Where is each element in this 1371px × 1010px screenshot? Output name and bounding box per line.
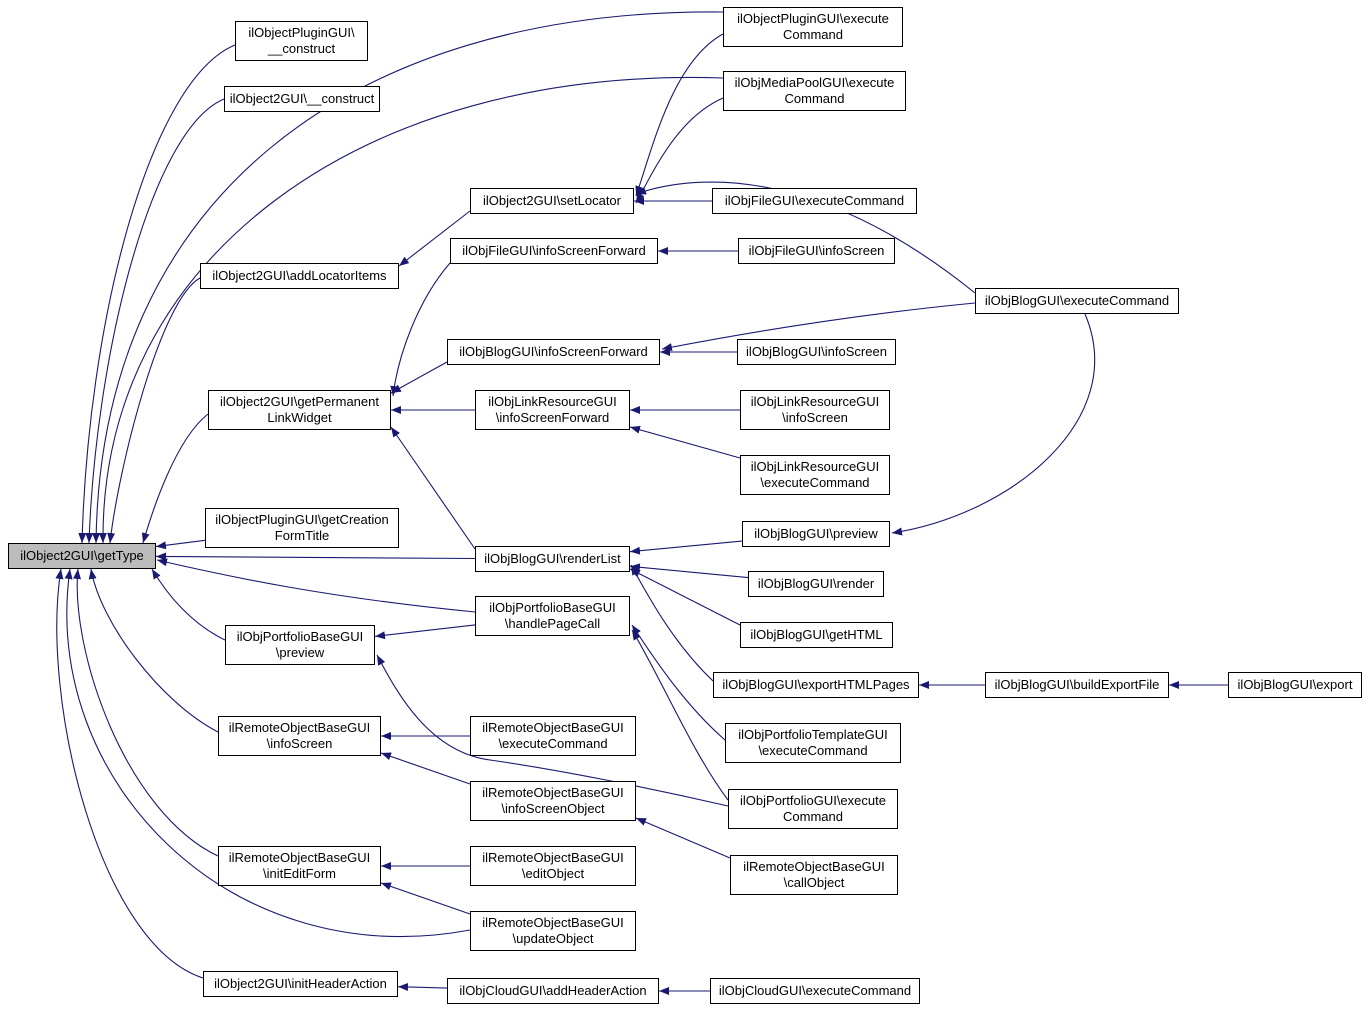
graph-node-remote-init-edit-form[interactable]: ilRemoteObjectBaseGUI \initEditForm — [218, 846, 381, 886]
edge-remoteCallObj-to-remoteISObj — [635, 817, 731, 859]
graph-node-blog-export[interactable]: ilObjBlogGUI\export — [1228, 672, 1362, 698]
graph-node-link-infoscreenforward[interactable]: ilObjLinkResourceGUI \infoScreenForward — [475, 390, 630, 430]
edge-permWidget-to-getType — [141, 413, 209, 544]
edge-pluginConstruct-to-getType — [78, 44, 236, 544]
graph-node-set-locator[interactable]: ilObject2GUI\setLocator — [470, 188, 634, 214]
graph-node-getType[interactable]: ilObject2GUI\getType — [8, 543, 156, 569]
graph-node-remote-update-object[interactable]: ilRemoteObjectBaseGUI \updateObject — [470, 911, 636, 951]
edge-blogExec-to-blogPreview — [891, 313, 1096, 536]
graph-node-plugin-construct[interactable]: ilObjectPluginGUI\ __construct — [235, 21, 368, 61]
edge-pfExec-to-pfPreview — [376, 654, 729, 807]
edge-cloudAddHeader-to-initHeaderAction — [397, 982, 448, 991]
edge-obj2Construct-to-getType — [85, 98, 225, 544]
edge-blogPreview-to-renderList — [629, 540, 743, 555]
graph-node-portfolio-preview[interactable]: ilObjPortfolioBaseGUI \preview — [225, 625, 375, 665]
graph-node-remote-execute[interactable]: ilRemoteObjectBaseGUI \executeCommand — [470, 716, 636, 756]
graph-node-blog-preview[interactable]: ilObjBlogGUI\preview — [742, 521, 890, 547]
graph-node-file-execute[interactable]: ilObjFileGUI\executeCommand — [712, 188, 917, 214]
graph-node-add-locator-items[interactable]: ilObject2GUI\addLocatorItems — [200, 263, 399, 289]
edge-handlePageCall-to-getType — [156, 558, 476, 613]
graph-node-render-list[interactable]: ilObjBlogGUI\renderList — [475, 546, 630, 572]
graph-node-remote-call-object[interactable]: ilRemoteObjectBaseGUI \callObject — [730, 855, 898, 895]
edge-pluginExec-to-setLocator — [635, 33, 724, 197]
graph-node-blog-render[interactable]: ilObjBlogGUI\render — [748, 571, 884, 597]
graph-node-permanent-link-widget[interactable]: ilObject2GUI\getPermanent LinkWidget — [208, 390, 391, 430]
edge-pfExec-to-handlePageCall — [631, 629, 729, 801]
edge-handlePageCall-to-pfPreview — [374, 624, 476, 640]
graph-node-blog-execute[interactable]: ilObjBlogGUI\executeCommand — [975, 288, 1179, 314]
edge-mediaPoolExec-to-setLocator — [635, 97, 724, 204]
graph-node-init-header-action[interactable]: ilObject2GUI\initHeaderAction — [203, 971, 398, 997]
graph-node-obj2-construct[interactable]: ilObject2GUI\__construct — [224, 86, 380, 112]
graph-node-link-infoscreen[interactable]: ilObjLinkResourceGUI \infoScreen — [740, 390, 890, 430]
edge-remoteISObj-to-remoteIS — [380, 752, 471, 785]
edge-blogGetHTML-to-renderList — [629, 568, 741, 626]
graph-node-remote-infoscreen[interactable]: ilRemoteObjectBaseGUI \infoScreen — [218, 716, 381, 756]
edge-remoteUpdateObj-to-remoteInitEdit — [380, 882, 471, 915]
edge-pfPreview-to-getType — [151, 568, 226, 641]
edge-blogISF-to-permWidget — [390, 361, 448, 394]
graph-node-link-execute[interactable]: ilObjLinkResourceGUI \executeCommand — [740, 455, 890, 495]
graph-node-cloud-execute[interactable]: ilObjCloudGUI\executeCommand — [710, 978, 920, 1004]
graph-node-plugin-execute[interactable]: ilObjectPluginGUI\execute Command — [723, 7, 903, 47]
graph-node-blog-gethtml[interactable]: ilObjBlogGUI\getHTML — [740, 622, 893, 648]
edge-addLocatorItems-to-getType — [107, 277, 201, 544]
graph-node-build-export-file[interactable]: ilObjBlogGUI\buildExportFile — [985, 672, 1169, 698]
edge-renderList-to-permWidget — [390, 426, 476, 550]
graph-node-portfolio-execute[interactable]: ilObjPortfolioGUI\execute Command — [728, 789, 898, 829]
graph-node-remote-infoscreen-object[interactable]: ilRemoteObjectBaseGUI \infoScreenObject — [470, 781, 636, 821]
edge-creationFormTitle-to-getType — [155, 539, 206, 550]
edge-remoteIS-to-getType — [88, 568, 219, 733]
graph-node-portfolio-template-execute[interactable]: ilObjPortfolioTemplateGUI \executeComman… — [725, 723, 901, 763]
graph-node-file-infoscreenforward[interactable]: ilObjFileGUI\infoScreenForward — [450, 238, 658, 264]
edge-pluginExec-to-getType — [92, 11, 724, 544]
edge-fileISF-to-permWidget — [390, 262, 451, 397]
graph-node-remote-edit-object[interactable]: ilRemoteObjectBaseGUI \editObject — [470, 846, 636, 886]
edge-exportHTMLPages-to-renderList — [630, 564, 714, 682]
graph-node-blog-infoscreenforward[interactable]: ilObjBlogGUI\infoScreenForward — [447, 339, 660, 365]
edge-renderList-to-getType — [155, 552, 476, 561]
graph-node-export-html-pages[interactable]: ilObjBlogGUI\exportHTMLPages — [713, 672, 919, 698]
graph-node-blog-infoscreen[interactable]: ilObjBlogGUI\infoScreen — [737, 339, 896, 365]
graph-node-mediapool-execute[interactable]: ilObjMediaPoolGUI\execute Command — [723, 71, 906, 111]
edge-remoteInitEdit-to-getType — [73, 568, 219, 857]
edge-mediaPoolExec-to-getType — [98, 76, 724, 544]
graph-node-handle-page-call[interactable]: ilObjPortfolioBaseGUI \handlePageCall — [475, 596, 630, 636]
edge-remoteUpdateObj-to-getType — [64, 568, 471, 938]
edge-setLocator-to-addLocatorItems — [398, 210, 471, 267]
edge-blogRender-to-renderList — [629, 563, 749, 579]
graph-node-creation-form-title[interactable]: ilObjectPluginGUI\getCreation FormTitle — [205, 508, 399, 548]
graph-node-file-infoscreen[interactable]: ilObjFileGUI\infoScreen — [738, 238, 895, 264]
edge-blogExec-to-blogISF — [661, 302, 976, 352]
graph-node-cloud-add-header-action[interactable]: ilObjCloudGUI\addHeaderAction — [447, 978, 659, 1004]
edge-initHeaderAction-to-getType — [55, 568, 204, 979]
edge-linkExec-to-linkISF — [629, 425, 741, 459]
